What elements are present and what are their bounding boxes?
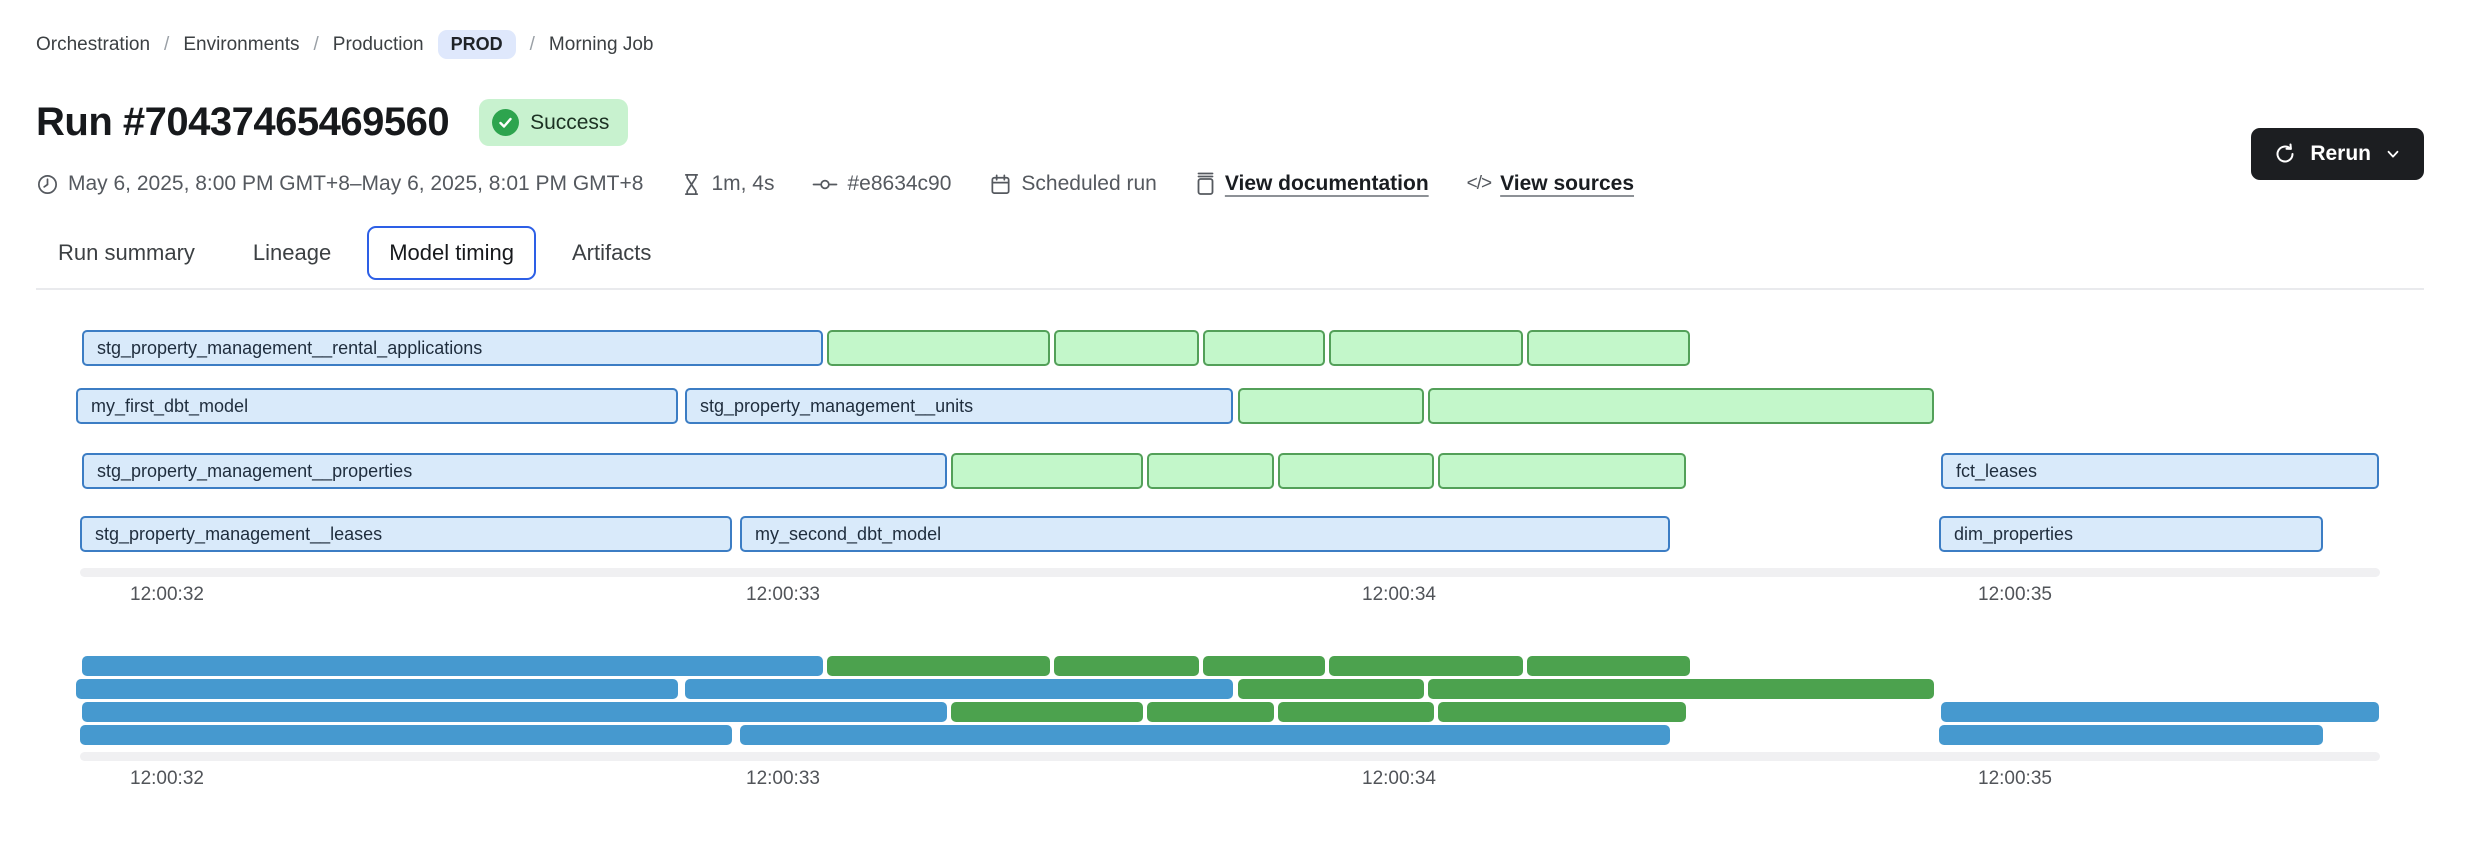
time-axis-tick: 12:00:33	[746, 584, 820, 605]
tab-model-timing[interactable]: Model timing	[367, 226, 536, 280]
minimap-bar	[1939, 725, 2323, 745]
time-axis-tick: 12:00:34	[1362, 768, 1436, 789]
environment-badge: PROD	[437, 30, 516, 59]
breadcrumb-orchestration[interactable]: Orchestration	[36, 33, 151, 55]
gantt-bar[interactable]	[827, 330, 1050, 366]
gantt-bar[interactable]	[1203, 330, 1325, 366]
gantt-bar-my_first_dbt_model[interactable]: my_first_dbt_model	[76, 388, 678, 424]
gantt-bar-my_second_dbt_model[interactable]: my_second_dbt_model	[740, 516, 1670, 552]
gantt-bar[interactable]	[1527, 330, 1690, 366]
gantt-bar[interactable]	[1428, 388, 1934, 424]
minimap-bar	[1278, 702, 1434, 722]
tab-run-summary[interactable]: Run summary	[58, 240, 195, 265]
hourglass-icon	[685, 173, 699, 195]
minimap-bar	[1147, 702, 1274, 722]
view-documentation-link[interactable]: View documentation	[1195, 172, 1429, 196]
time-axis-tick: 12:00:32	[130, 768, 204, 789]
minimap-bar	[1203, 656, 1325, 676]
minimap-bar	[76, 679, 678, 699]
code-icon: </>	[1466, 173, 1493, 194]
time-axis-tick: 12:00:35	[1978, 584, 2052, 605]
minimap-bar	[1438, 702, 1686, 722]
rerun-button[interactable]: Rerun	[2251, 128, 2424, 180]
minimap-bar	[827, 656, 1050, 676]
gantt-bar-fct_leases[interactable]: fct_leases	[1941, 453, 2379, 489]
minimap-bar	[1941, 702, 2379, 722]
document-icon	[1197, 172, 1214, 195]
gantt-bar[interactable]	[1054, 330, 1199, 366]
time-axis-tick: 12:00:32	[130, 584, 204, 605]
gantt-bar-stg_property_management__units[interactable]: stg_property_management__units	[685, 388, 1233, 424]
page-title: Run #70437465469560	[36, 100, 450, 144]
check-icon	[492, 109, 520, 136]
tab-lineage[interactable]: Lineage	[252, 240, 332, 265]
minimap-bar	[1527, 656, 1690, 676]
time-range: May 6, 2025, 8:00 PM GMT+8–May 6, 2025, …	[36, 172, 643, 196]
tab-bar: Run summary Lineage Model timing Artifac…	[36, 226, 2424, 290]
commit-icon	[813, 179, 838, 189]
status-badge: Success	[479, 99, 629, 146]
breadcrumb-environments[interactable]: Environments	[183, 33, 300, 55]
breadcrumb-morning-job: Morning Job	[548, 33, 654, 55]
scrollbar-track[interactable]	[80, 568, 2380, 577]
gantt-bar-dim_properties[interactable]: dim_properties	[1939, 516, 2323, 552]
chevron-down-icon	[2387, 150, 2399, 158]
minimap-bar	[1428, 679, 1934, 699]
tab-artifacts[interactable]: Artifacts	[571, 240, 652, 265]
breadcrumb: Orchestration / Environments / Productio…	[36, 30, 2424, 59]
trigger-type: Scheduled run	[989, 172, 1157, 196]
gantt-bar[interactable]	[1147, 453, 1274, 489]
gantt-bar-stg_property_management__rental_applications[interactable]: stg_property_management__rental_applicat…	[82, 330, 823, 366]
rerun-label: Rerun	[2310, 142, 2371, 165]
gantt-bar-stg_property_management__leases[interactable]: stg_property_management__leases	[80, 516, 732, 552]
gantt-bar[interactable]	[1438, 453, 1686, 489]
minimap-bar	[685, 679, 1233, 699]
title-row: Run #70437465469560 Success	[36, 99, 2424, 146]
gantt-bar-stg_property_management__properties[interactable]: stg_property_management__properties	[82, 453, 947, 489]
minimap-bar	[1329, 656, 1523, 676]
scrollbar-track[interactable]	[80, 752, 2380, 761]
gantt-bar[interactable]	[1278, 453, 1434, 489]
minimap-bar	[740, 725, 1670, 745]
time-axis-tick: 12:00:34	[1362, 584, 1436, 605]
minimap-bar	[82, 702, 947, 722]
minimap-bar	[1238, 679, 1424, 699]
minimap-bar	[80, 725, 732, 745]
time-axis-tick: 12:00:33	[746, 768, 820, 789]
breadcrumb-production[interactable]: Production	[332, 33, 424, 55]
breadcrumb-separator: /	[313, 33, 319, 55]
time-axis-tick: 12:00:35	[1978, 768, 2052, 789]
minimap-bar	[951, 702, 1143, 722]
refresh-icon	[2276, 143, 2294, 163]
gantt-bar[interactable]	[1238, 388, 1424, 424]
view-sources-link[interactable]: </> View sources	[1466, 172, 1635, 195]
breadcrumb-separator: /	[164, 33, 170, 55]
gantt-bar[interactable]	[1329, 330, 1523, 366]
clock-icon	[38, 174, 57, 194]
minimap-bar	[82, 656, 823, 676]
breadcrumb-separator: /	[529, 33, 535, 55]
run-metadata: May 6, 2025, 8:00 PM GMT+8–May 6, 2025, …	[36, 172, 2424, 196]
page-header: Orchestration / Environments / Productio…	[0, 0, 2466, 290]
minimap-bar	[1054, 656, 1199, 676]
run-duration: 1m, 4s	[681, 172, 774, 196]
commit-hash: #e8634c90	[812, 172, 951, 196]
calendar-icon	[991, 174, 1010, 194]
status-label: Success	[530, 110, 610, 134]
gantt-bar[interactable]	[951, 453, 1143, 489]
